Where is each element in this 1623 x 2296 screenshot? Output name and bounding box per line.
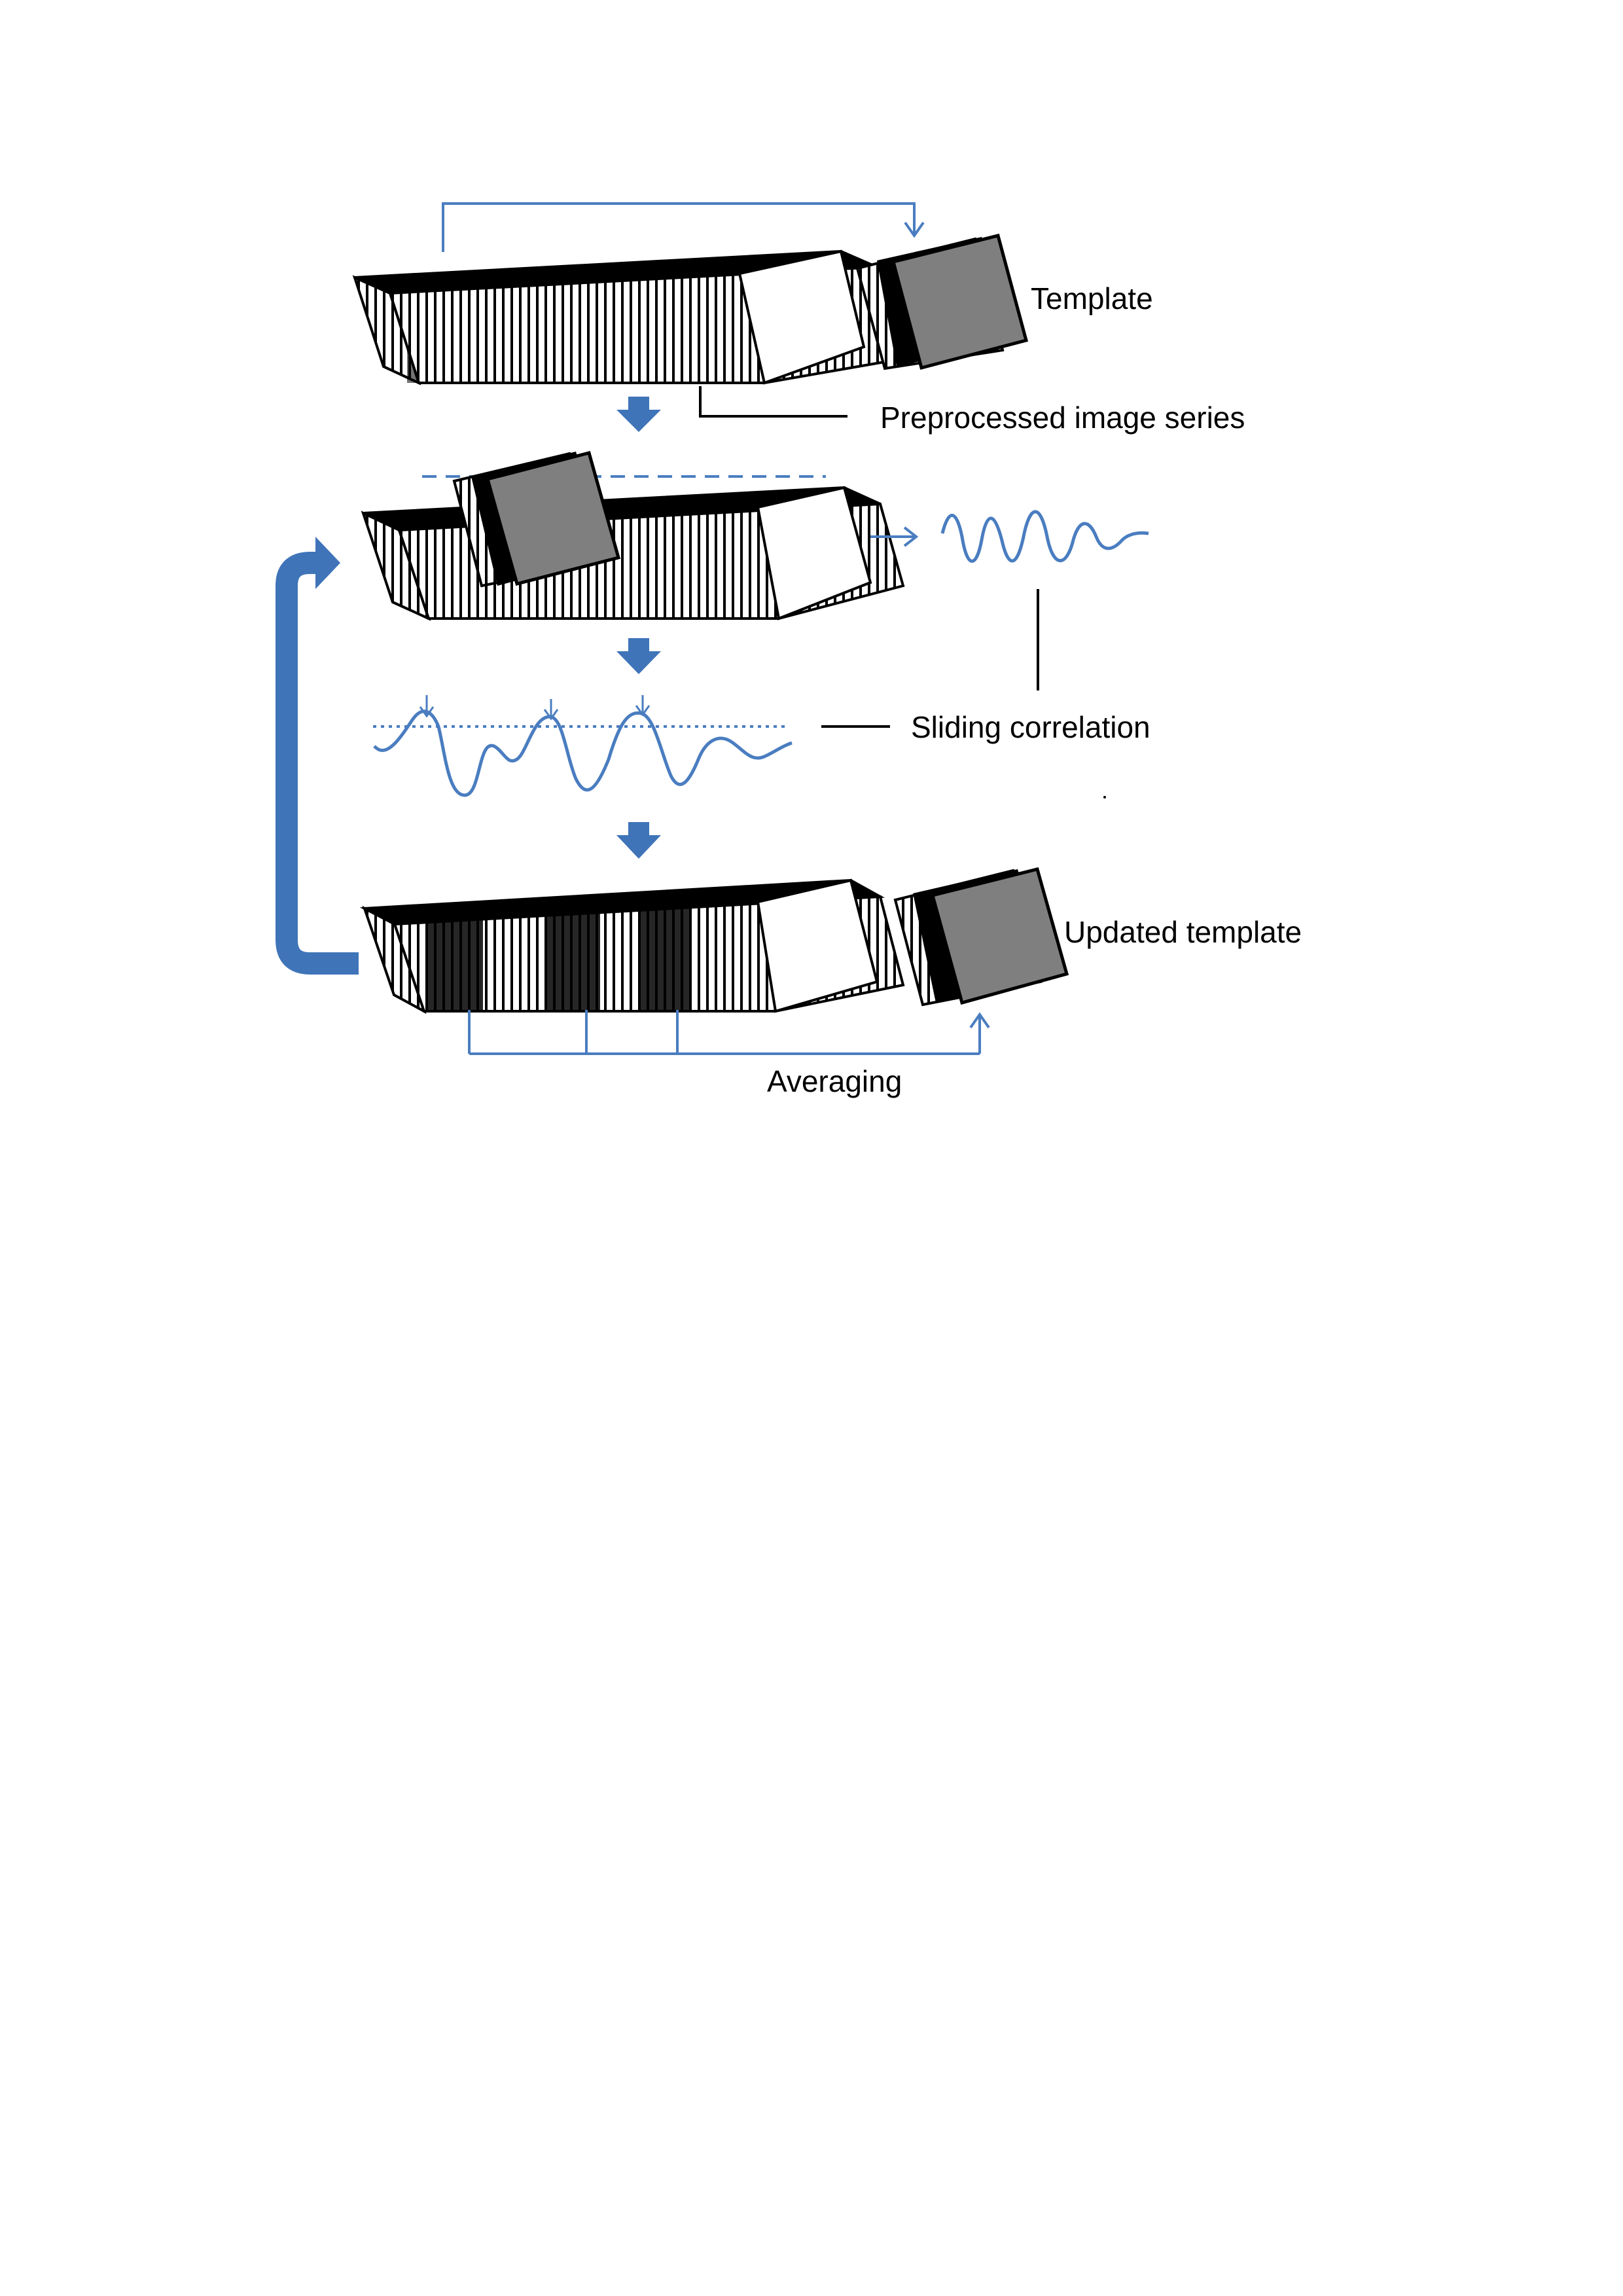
preprocessed-label: Preprocessed image series	[880, 401, 1245, 435]
template-extraction-connector	[443, 204, 923, 252]
down-arrow-icon	[616, 638, 661, 674]
preprocessed-image-stack	[355, 251, 903, 383]
preprocessed-leader-line	[700, 386, 847, 416]
selected-frames-stack	[365, 880, 903, 1011]
correlation-signal-wave	[942, 512, 1149, 562]
updated-template-label: Updated template	[1064, 915, 1302, 949]
down-arrow-icon	[616, 822, 661, 859]
sliding-correlation-curve	[373, 695, 792, 795]
sliding-correlation-label: Sliding correlation	[911, 710, 1150, 744]
selected-band	[638, 903, 692, 1011]
averaging-connector	[469, 1010, 989, 1054]
loop-back-arrow-icon	[287, 537, 359, 963]
sliding-window-stack	[363, 452, 903, 619]
selected-band	[425, 913, 483, 1011]
template-block	[857, 236, 1026, 368]
template-label: Template	[1031, 281, 1153, 315]
averaging-label: Averaging	[767, 1064, 902, 1098]
updated-template-block	[895, 869, 1067, 1005]
down-arrow-icon	[616, 397, 661, 432]
stray-dot	[1103, 796, 1106, 798]
selected-band	[546, 906, 600, 1011]
sliding-template-block	[454, 452, 618, 586]
